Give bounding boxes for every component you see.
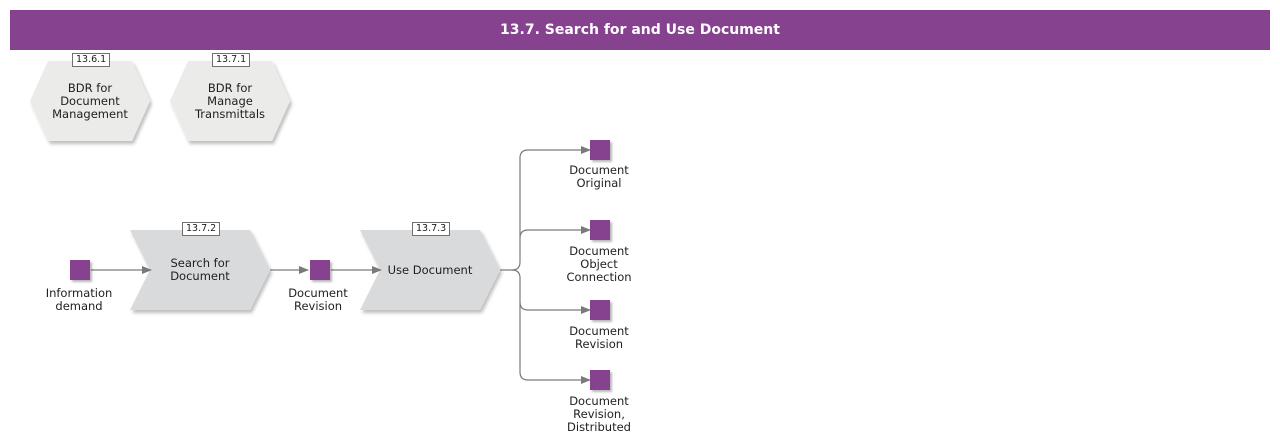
- process-interface-label-1: BDR for Document Management: [52, 80, 128, 121]
- diagram-title: 13.7. Search for and Use Document: [500, 22, 780, 38]
- process-interface-hexagon-2[interactable]: [170, 61, 290, 141]
- object-label-document-revision-output: Document Revision: [569, 324, 629, 351]
- object-label-document-revision-input: Document Revision: [288, 286, 348, 313]
- function-chevron-search[interactable]: [130, 230, 270, 310]
- information-object-document-revision-output[interactable]: [590, 300, 610, 320]
- object-label-document-object-connection: Document Object Connection: [566, 244, 632, 284]
- object-label-document-revision-distributed: Document Revision, Distributed: [567, 394, 631, 434]
- connector-use-output-2: [519, 226, 591, 239]
- process-interface-id-tag-2: 13.7.1: [212, 53, 251, 67]
- object-label-information-demand: Information demand: [45, 286, 113, 313]
- function-id-tag-search: 13.7.2: [182, 222, 221, 236]
- information-object-document-original[interactable]: [590, 140, 610, 160]
- process-interface-hexagon-1[interactable]: [30, 61, 150, 141]
- information-object-document-revision-distributed[interactable]: [590, 370, 610, 390]
- process-interface-id-tag-1: 13.6.1: [72, 53, 111, 67]
- information-object-document-revision-input[interactable]: [310, 260, 330, 280]
- function-label-search: Search for Document: [170, 256, 230, 283]
- function-label-use: Use Document: [387, 262, 473, 277]
- information-object-document-object-connection[interactable]: [590, 220, 610, 240]
- function-chevron-use[interactable]: [360, 230, 500, 310]
- diagram-title-bar: 13.7. Search for and Use Document: [10, 10, 1270, 50]
- object-label-document-original: Document Original: [569, 163, 629, 190]
- information-object-demand[interactable]: [70, 260, 90, 280]
- connector-use-output-4: [519, 302, 591, 384]
- function-id-tag-use: 13.7.3: [412, 222, 451, 236]
- connector-use-output-trunk: [500, 146, 591, 271]
- process-interface-label-2: BDR for Manage Transmittals: [194, 80, 266, 121]
